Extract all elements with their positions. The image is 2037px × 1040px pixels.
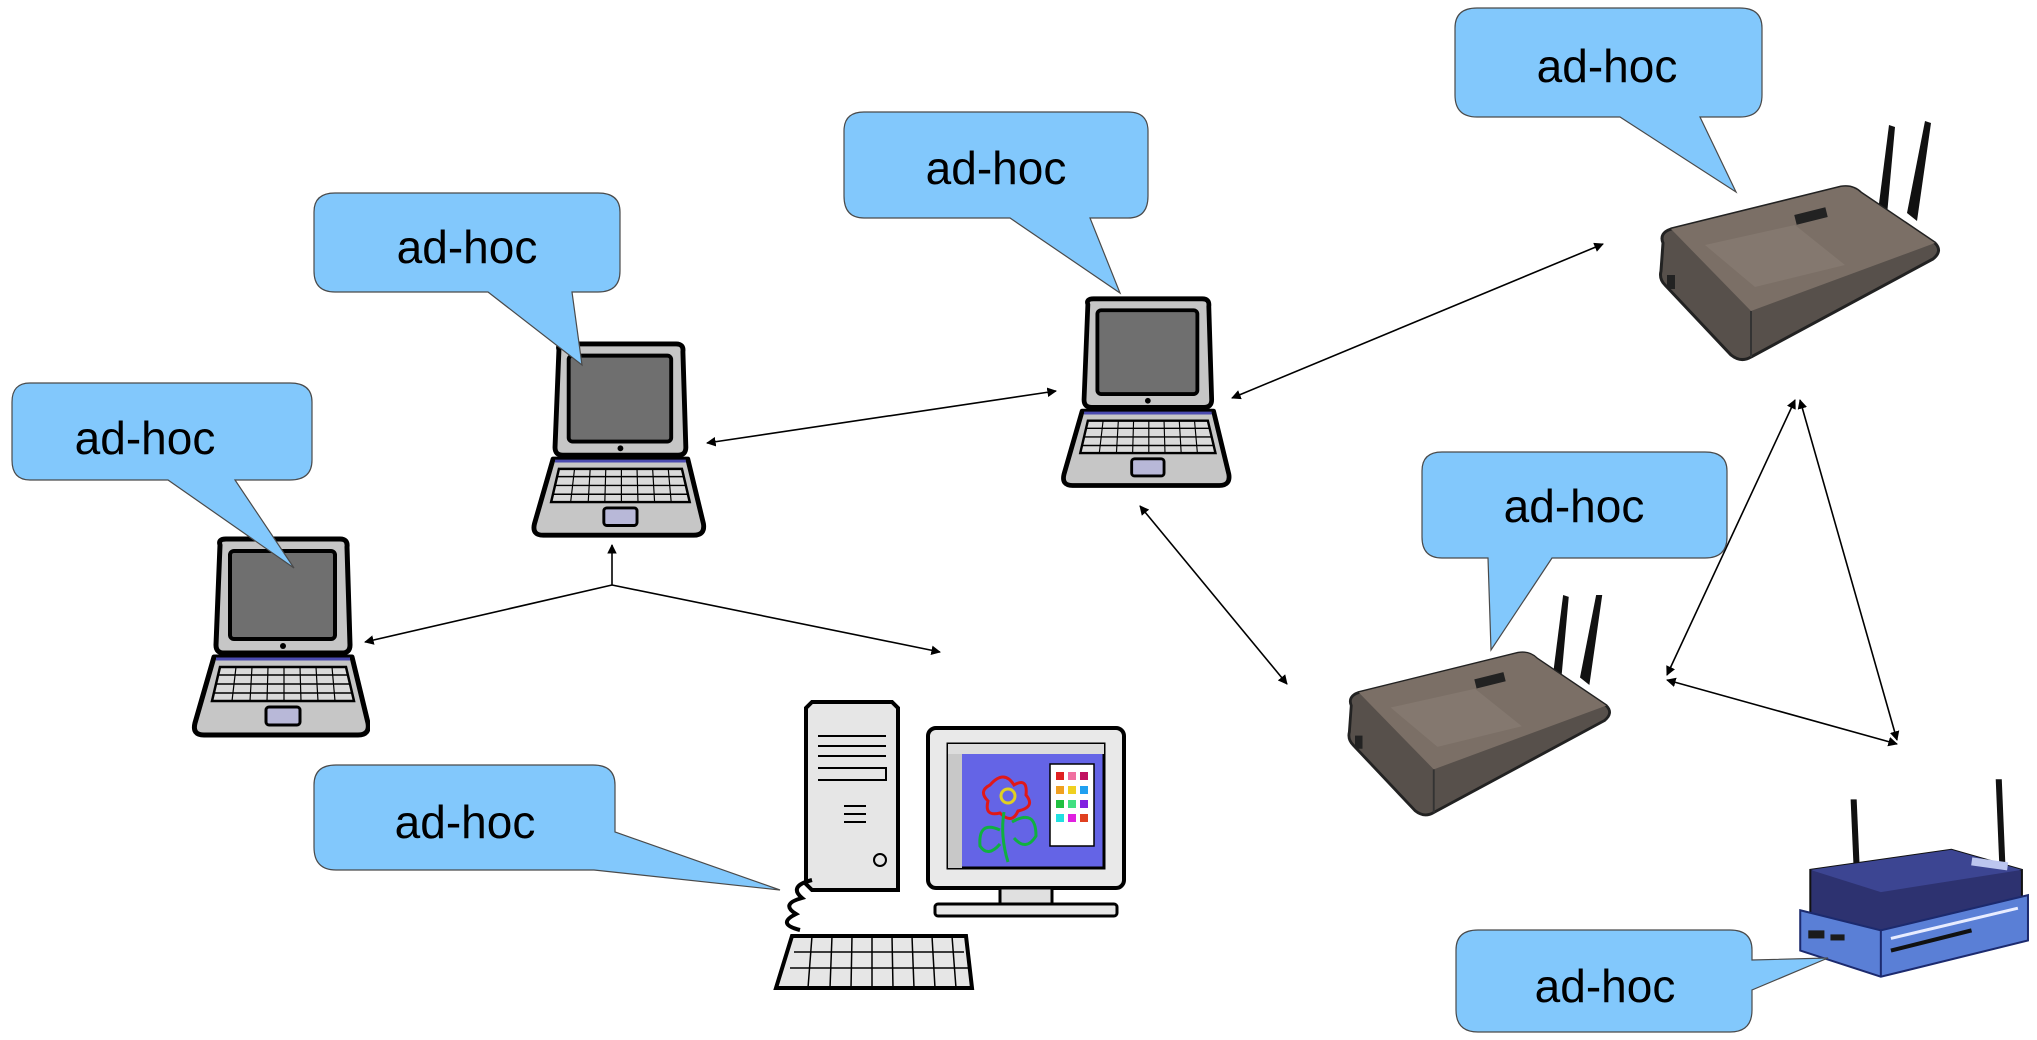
callout-bubble-laptop-left: ad-hoc xyxy=(313,192,621,367)
callout-bubble-access-point-top: ad-hoc xyxy=(1454,7,1763,194)
callout-label: ad-hoc xyxy=(395,796,536,848)
callout-label: ad-hoc xyxy=(75,412,216,464)
link-access-point-top-to-linksys xyxy=(1797,399,1900,741)
laptop-far-left xyxy=(194,539,368,735)
callout-label: ad-hoc xyxy=(1504,480,1645,532)
flower-drawing-icon xyxy=(978,775,1038,863)
callout-label: ad-hoc xyxy=(397,221,538,273)
callout-bubble-far-left: ad-hoc xyxy=(11,382,313,569)
laptop-left xyxy=(534,344,704,535)
link-laptop-left-to-laptop-far-left xyxy=(364,584,613,645)
callout-bubble-access-point-middle: ad-hoc xyxy=(1421,451,1728,652)
links xyxy=(364,242,1900,747)
callout-bubble-laptop-center: ad-hoc xyxy=(843,111,1149,295)
link-access-point-middle-to-linksys xyxy=(1666,677,1898,747)
link-laptop-left-to-desktop xyxy=(611,584,941,655)
link-access-point-top-to-access-point-middle xyxy=(1666,399,1796,676)
laptop-center xyxy=(1063,299,1229,486)
callout-label: ad-hoc xyxy=(1537,40,1678,92)
callout-label: ad-hoc xyxy=(926,142,1067,194)
callout-bubble-desktop: ad-hoc xyxy=(313,764,781,891)
access-point-middle xyxy=(1347,595,1612,817)
palette-swatches-icon xyxy=(1056,772,1088,822)
link-laptop-center-to-access-point-top xyxy=(1231,242,1604,400)
link-laptop-left-to-laptop-center xyxy=(706,387,1057,447)
linksys-router xyxy=(1800,779,2028,977)
callout-label: ad-hoc xyxy=(1535,960,1676,1012)
desktop-computer xyxy=(773,700,1126,990)
link-laptop-center-to-access-point-middle xyxy=(1139,505,1288,685)
callout-bubble-linksys: ad-hoc xyxy=(1455,929,1829,1033)
